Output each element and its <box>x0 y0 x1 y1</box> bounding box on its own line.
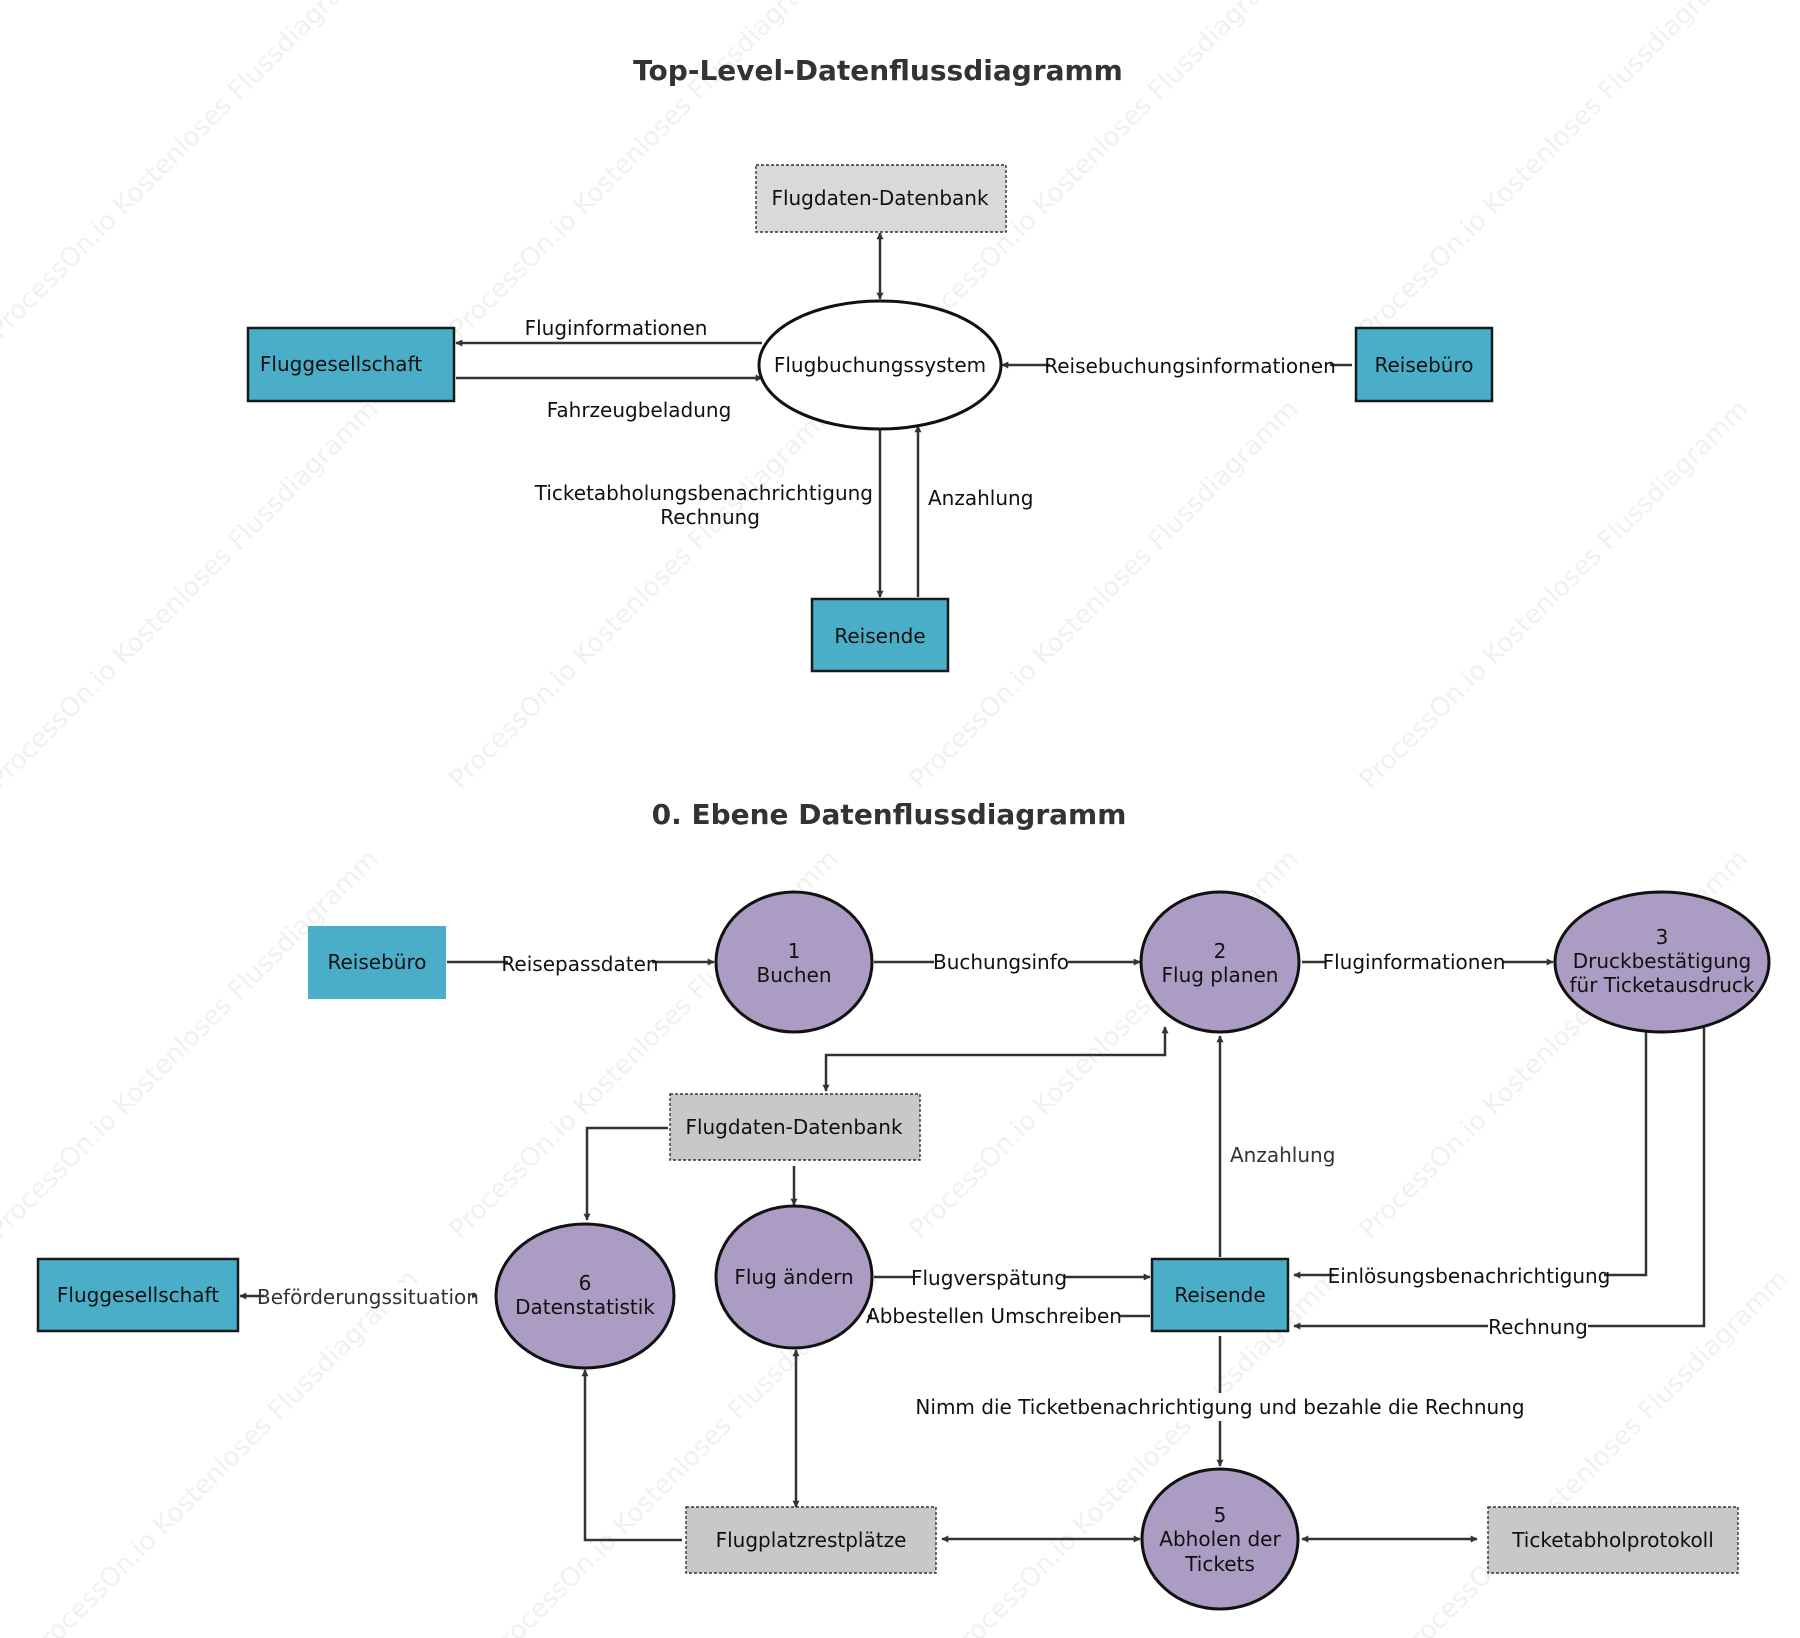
flight-database-top-label: Flugdaten-Datenbank <box>771 186 989 210</box>
flight-database-l0-label: Flugdaten-Datenbank <box>685 1115 903 1139</box>
edge-print-to-travelers-notice <box>1293 1032 1648 1279</box>
top-level-diagram: Top-Level-Datenflussdiagramm Flugdaten-D… <box>246 54 1494 673</box>
flow-label-deposit: Anzahlung <box>928 486 1033 510</box>
pickup-log-store <box>1487 1506 1739 1574</box>
seats-store <box>685 1506 937 1574</box>
label-backing <box>1326 948 1502 974</box>
agency-top-label: Reisebüro <box>1375 353 1474 377</box>
process-6-stats <box>494 1222 676 1370</box>
process-1-book <box>714 890 874 1034</box>
watermark: ProcessOn.io Kostenloses Flussdiagramm <box>444 394 845 795</box>
process-change-flight-label: Flug ändern <box>734 1265 853 1289</box>
edge-seats-to-stats <box>581 1369 682 1542</box>
top-level-title: Top-Level-Datenflussdiagramm <box>633 54 1123 87</box>
process-3-number: 3 <box>1656 925 1669 949</box>
flight-database-top <box>755 164 1007 233</box>
agency-l0-label: Reisebüro <box>328 950 427 974</box>
label-backing <box>264 1283 472 1309</box>
process-6-name: Datenstatistik <box>515 1295 655 1319</box>
flight-database-l0 <box>669 1093 921 1161</box>
edge-db-to-stats <box>583 1126 668 1221</box>
flow-label-invoice: Rechnung <box>660 505 760 529</box>
flow-label-transport-status: Beförderungssituation <box>257 1285 479 1309</box>
process-5-line1: Abholen der <box>1159 1527 1281 1551</box>
flow-label-ticket-notice: Ticketabholungsbenachrichtigung <box>534 481 873 505</box>
edge-print-to-travelers-invoice <box>1293 1027 1706 1330</box>
flow-label-invoice: Rechnung <box>1488 1315 1588 1339</box>
flow-label-booking-info: Buchungsinfo <box>933 950 1069 974</box>
airline-top-label: Fluggesellschaft <box>260 352 422 376</box>
airline-top <box>246 326 456 403</box>
label-backing <box>928 1393 1512 1421</box>
process-6-number: 6 <box>579 1271 592 1295</box>
process-change-flight <box>714 1204 874 1350</box>
agency-top <box>1354 326 1494 403</box>
label-backing <box>1488 1313 1588 1339</box>
flow-label-take-notice-pay: Nimm die Ticketbenachrichtigung und beza… <box>915 1395 1524 1419</box>
watermark: ProcessOn.io Kostenloses Flussdiagramm <box>1354 394 1755 795</box>
process-2-plan <box>1139 890 1301 1034</box>
process-5-pickup <box>1140 1467 1300 1611</box>
agency-l0 <box>308 926 446 999</box>
airline-l0 <box>36 1257 240 1333</box>
watermark: ProcessOn.io Kostenloses Flussdiagramm <box>1394 1264 1795 1638</box>
pickup-log-store-label: Ticketabholprotokoll <box>1511 1528 1714 1552</box>
process-2-number: 2 <box>1214 939 1227 963</box>
flow-label-flight-info: Fluginformationen <box>1323 950 1506 974</box>
label-backing <box>508 950 652 976</box>
booking-system <box>757 299 1003 431</box>
level0-title: 0. Ebene Datenflussdiagramm <box>652 798 1127 831</box>
process-1-number: 1 <box>788 939 801 963</box>
label-backing <box>934 948 1068 974</box>
flow-label-deposit: Anzahlung <box>1230 1143 1335 1167</box>
label-backing <box>1334 1262 1604 1288</box>
airline-l0-label: Fluggesellschaft <box>57 1283 219 1307</box>
process-5-line2: Tickets <box>1184 1552 1255 1576</box>
flow-label-passport: Reisepassdaten <box>501 952 658 976</box>
flow-label-booking-info: Reisebuchungsinformationen <box>1044 354 1336 378</box>
booking-system-label: Flugbuchungssystem <box>774 353 986 377</box>
travelers-top <box>810 597 950 673</box>
process-3-line1: Druckbestätigung <box>1573 949 1752 973</box>
watermark: ProcessOn.io Kostenloses Flussdiagramm <box>0 0 385 345</box>
travelers-top-label: Reisende <box>834 624 925 648</box>
label-backing <box>914 1264 1064 1290</box>
flow-label-delay: Flugverspätung <box>911 1266 1067 1290</box>
label-backing <box>1050 350 1330 380</box>
label-backing <box>872 1303 1120 1329</box>
seats-store-label: Flugplatzrestplätze <box>716 1528 907 1552</box>
flow-label-flight-info: Fluginformationen <box>525 316 708 340</box>
travelers-l0 <box>1150 1257 1290 1333</box>
process-5-number: 5 <box>1214 1503 1227 1527</box>
process-1-name: Buchen <box>756 963 831 987</box>
edge-db-plan <box>822 1026 1169 1092</box>
watermark: ProcessOn.io Kostenloses Flussdiagramm <box>0 394 385 795</box>
process-3-line2: für Ticketausdruck <box>1570 973 1755 997</box>
watermark: ProcessOn.io Kostenloses Flussdiagramm <box>1354 0 1755 345</box>
flow-label-vehicle-load: Fahrzeugbeladung <box>547 398 732 422</box>
flow-label-cancel-rebook: Abbestellen Umschreiben <box>866 1304 1122 1328</box>
travelers-l0-label: Reisende <box>1174 1283 1265 1307</box>
process-2-name: Flug planen <box>1162 963 1279 987</box>
watermark: ProcessOn.io Kostenloses Flussdiagramm <box>904 394 1305 795</box>
level0-diagram: 0. Ebene Datenflussdiagramm Reisebüro 1 … <box>36 798 1771 1611</box>
process-3-print <box>1553 890 1771 1034</box>
watermark: ProcessOn.io Kostenloses Flussdiagramm <box>0 844 385 1245</box>
flow-label-redeem-notice: Einlösungsbenachrichtigung <box>1328 1264 1611 1288</box>
